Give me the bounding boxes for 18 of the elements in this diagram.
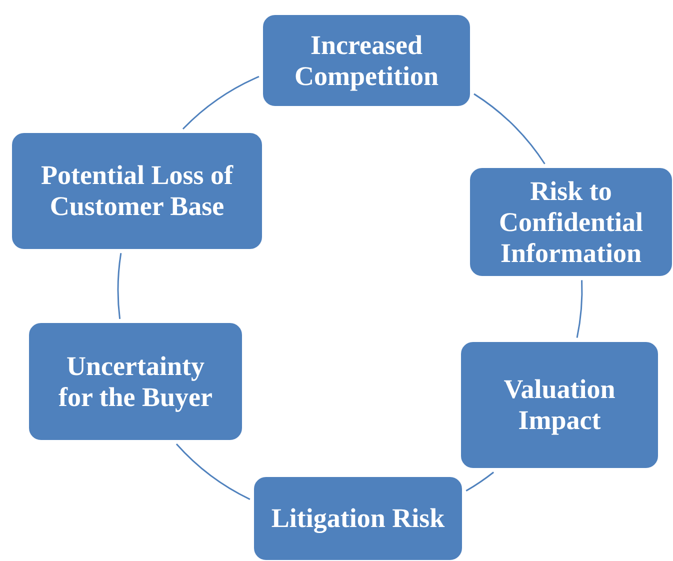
process-box <box>253 476 463 561</box>
box-label: Uncertainty for the Buyer <box>58 350 214 412</box>
box-label: Litigation Risk <box>271 503 445 534</box>
connector-arc <box>466 472 494 492</box>
box-label: Risk to Confidential Information <box>498 176 644 268</box>
connector-arc <box>176 443 250 500</box>
connector-arc <box>117 252 122 320</box>
process-box <box>262 14 471 107</box>
connector-arc <box>182 76 260 130</box>
box-label: Potential Loss of Customer Base <box>40 160 234 222</box>
process-box <box>469 167 673 277</box>
process-box <box>11 132 263 250</box>
process-box <box>28 322 243 441</box>
process-box <box>460 341 659 469</box>
box-label: Increased Competition <box>294 30 440 92</box>
box-label: Valuation Impact <box>502 374 616 436</box>
connector-arc <box>474 93 546 164</box>
connector-arc <box>576 280 583 338</box>
